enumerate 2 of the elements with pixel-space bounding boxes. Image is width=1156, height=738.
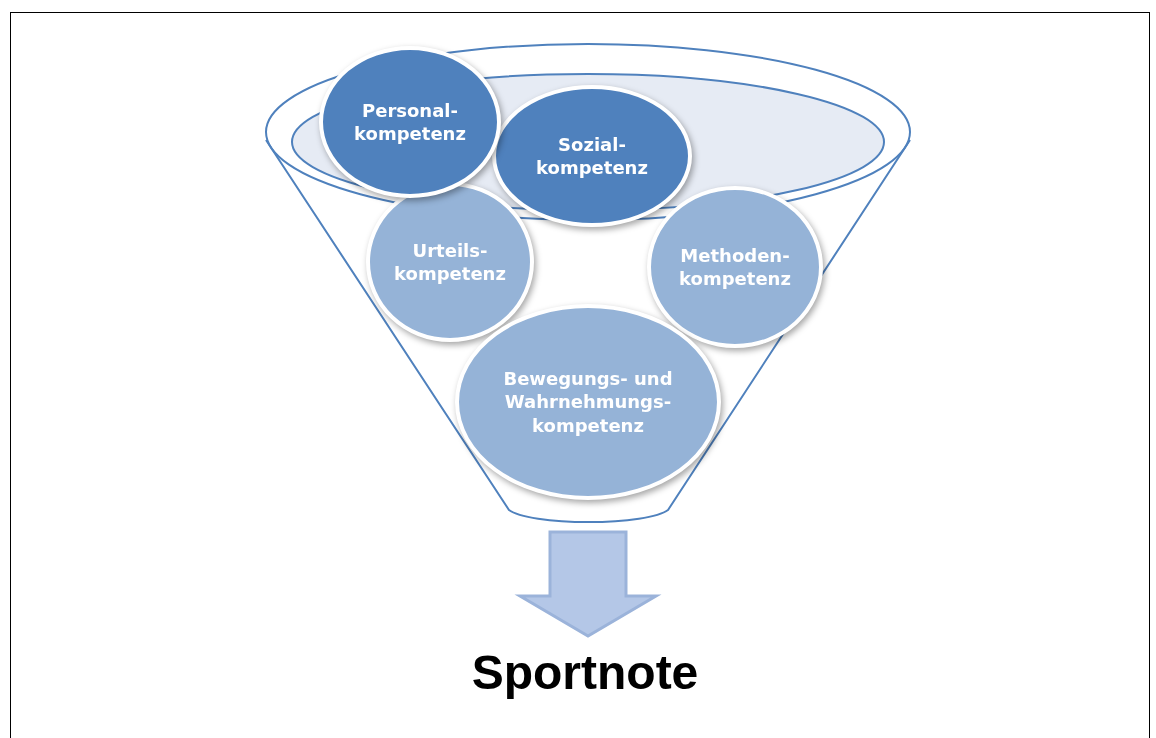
result-heading: Sportnote bbox=[420, 636, 750, 708]
block-arrow bbox=[514, 530, 662, 638]
